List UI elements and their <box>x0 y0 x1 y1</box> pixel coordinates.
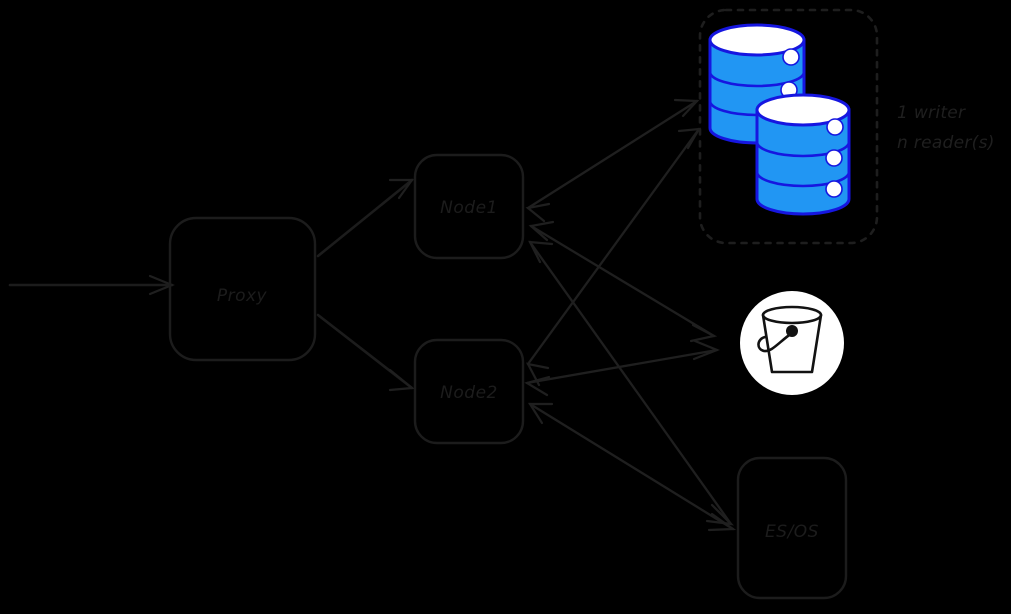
edge-proxy-to-node2 <box>316 313 415 392</box>
database-front-dot-2 <box>825 149 843 167</box>
search-label: ES/OS <box>765 522 819 542</box>
writer-count-label: 1 writer <box>897 103 966 123</box>
bucket-icon[interactable] <box>740 291 844 395</box>
database-front-dot-3 <box>825 180 843 198</box>
node1-box[interactable]: Node1 <box>413 153 525 260</box>
edges-layer <box>8 98 737 532</box>
edge-node2-database <box>525 127 702 387</box>
search-box[interactable]: ES/OS <box>736 456 848 600</box>
edge-node1-search <box>528 240 735 526</box>
edge-node2-bucket <box>524 339 720 397</box>
database-front-cylinder <box>755 93 851 216</box>
edge-proxy-to-node1 <box>316 178 415 258</box>
database-group-boundary <box>698 8 879 245</box>
reader-count-label: n reader(s) <box>897 133 995 153</box>
bucket-handle-knob <box>786 325 798 337</box>
node2-box[interactable]: Node2 <box>413 338 525 445</box>
edge-node1-database <box>525 98 700 223</box>
edge-node2-search <box>528 402 737 532</box>
replication-annotation: 1 writer n reader(s) <box>897 103 995 153</box>
node1-label: Node1 <box>440 198 498 218</box>
database-back-dot-1 <box>782 48 800 66</box>
proxy-box[interactable]: Proxy <box>168 216 317 362</box>
proxy-label: Proxy <box>217 286 268 306</box>
edge-external-to-proxy <box>8 274 175 296</box>
database-front-dot-1 <box>826 118 844 136</box>
node2-label: Node2 <box>440 383 498 403</box>
database-cylinders-icon[interactable] <box>708 23 851 216</box>
edge-node1-bucket <box>528 220 718 343</box>
